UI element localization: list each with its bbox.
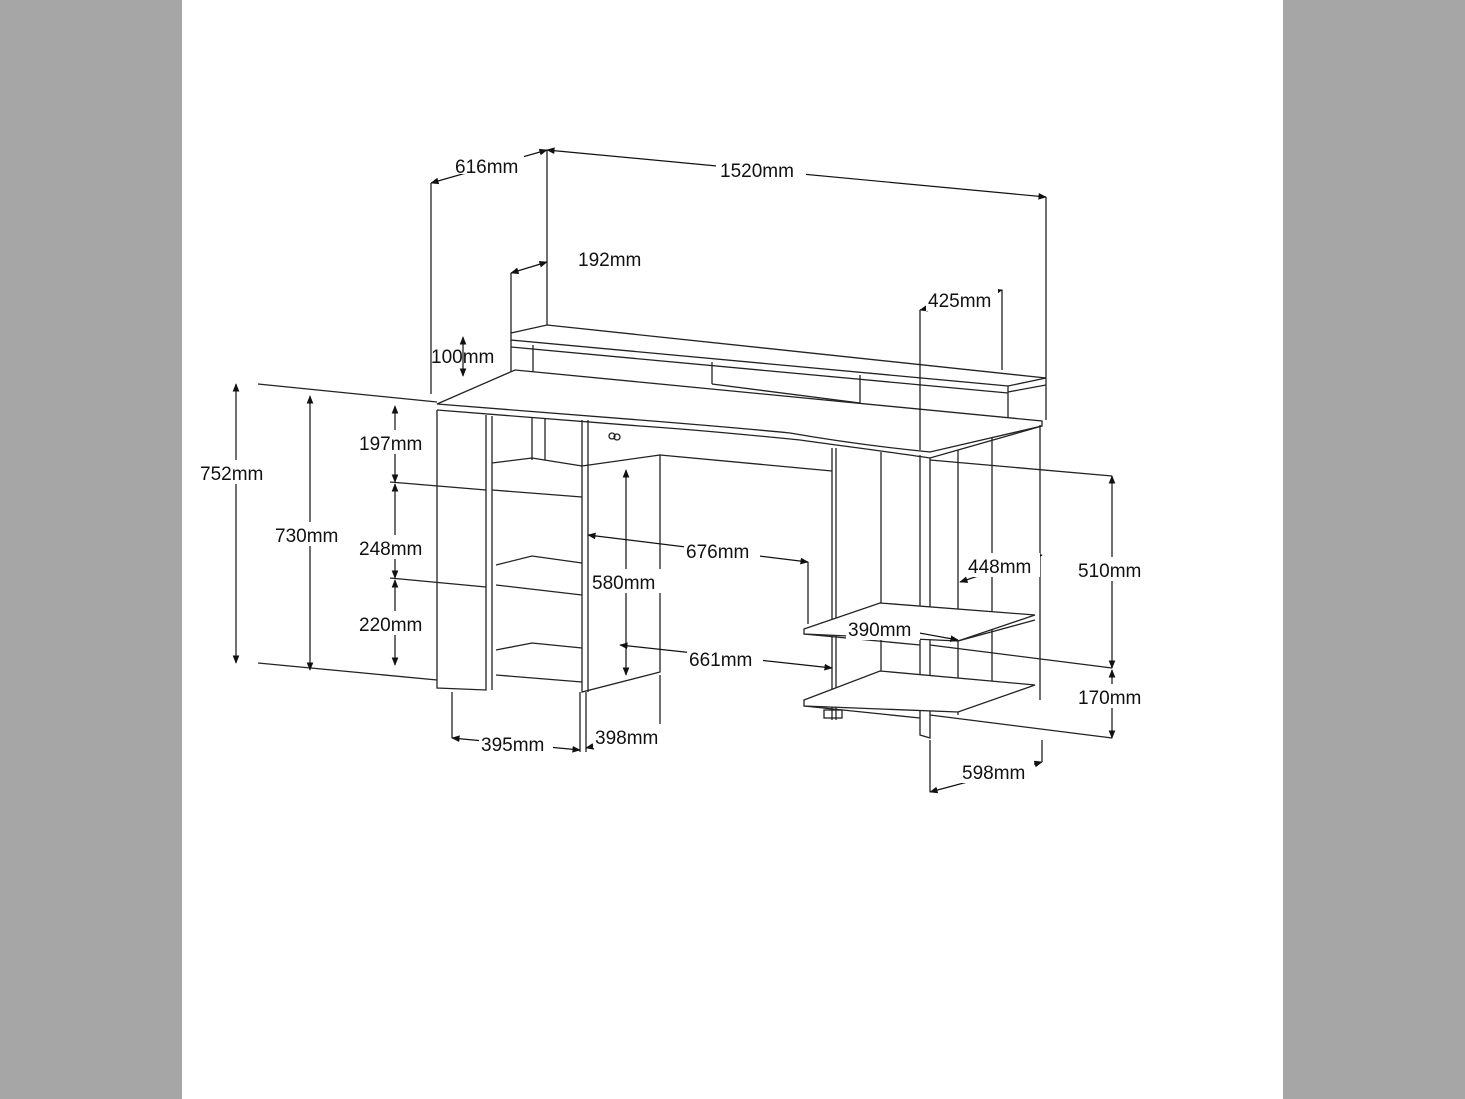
label-shelf-top: 197mm — [359, 434, 422, 455]
label-right-unit-depth: 598mm — [962, 763, 1025, 784]
label-knee-width-bottom: 661mm — [689, 650, 752, 671]
label-left-cabinet-depth: 398mm — [595, 728, 658, 749]
label-right-shelf-width: 390mm — [848, 620, 911, 641]
label-height-desk: 730mm — [275, 526, 338, 547]
label-right-bottom-height: 170mm — [1078, 688, 1141, 709]
dimension-labels: 616mm 1520mm 192mm 425mm 100mm 752mm 730… — [198, 150, 1150, 784]
label-shelf-middle: 248mm — [359, 539, 422, 560]
label-right-opening-height: 510mm — [1078, 561, 1141, 582]
label-hutch-height: 100mm — [431, 347, 494, 368]
label-hutch-depth: 192mm — [578, 250, 641, 271]
label-knee-width-top: 676mm — [686, 542, 749, 563]
label-width-total: 1520mm — [720, 161, 794, 182]
label-height-total: 752mm — [200, 464, 263, 485]
label-right-panel-depth: 425mm — [928, 291, 991, 312]
label-right-shelf-depth: 448mm — [968, 557, 1031, 578]
label-shelf-bottom: 220mm — [359, 615, 422, 636]
label-knee-height: 580mm — [592, 573, 655, 594]
label-depth-total: 616mm — [455, 157, 518, 178]
label-left-cabinet-width: 395mm — [481, 735, 544, 756]
desk-outline — [257, 324, 1113, 739]
